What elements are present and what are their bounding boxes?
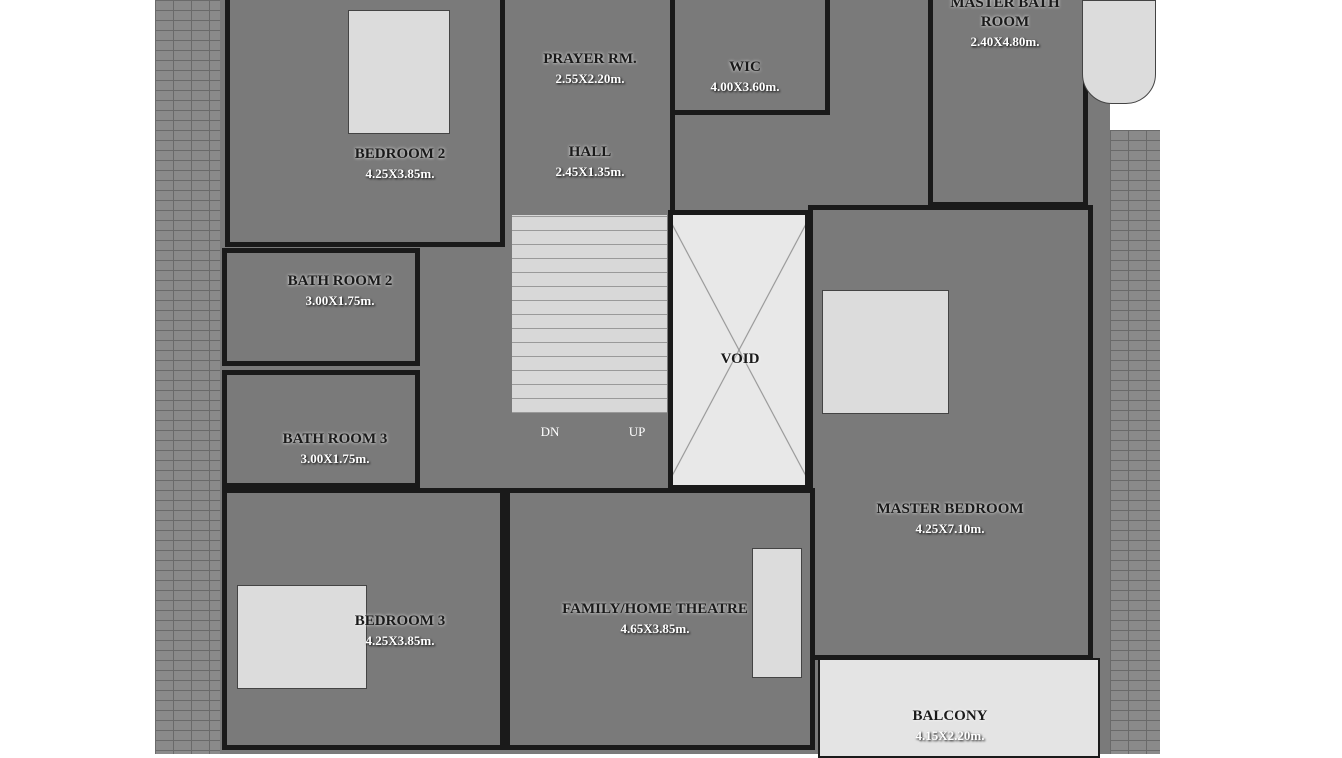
room-size: 4.25X3.85m.	[365, 166, 435, 181]
room-size: 2.55X2.20m.	[555, 71, 625, 86]
room-name: HALL	[568, 144, 612, 160]
room-bath-3	[222, 370, 420, 488]
room-name: MASTER BATH ROOM	[950, 0, 1060, 30]
room-wic	[670, 0, 830, 115]
room-size: 4.00X3.60m.	[710, 79, 780, 94]
label-void: VOID	[700, 350, 780, 369]
stair-up-label: UP	[628, 424, 646, 439]
room-name: PRAYER RM.	[543, 51, 637, 67]
label-prayer: PRAYER RM. 2.55X2.20m.	[520, 50, 660, 88]
right-exterior-paving	[1110, 130, 1160, 754]
room-name: BEDROOM 2	[354, 146, 446, 162]
room-size: 4.65X3.85m.	[620, 621, 690, 636]
room-size: 2.45X1.35m.	[555, 164, 625, 179]
label-balcony: BALCONY 4.15X2.20m.	[880, 707, 1020, 745]
room-name: WIC	[729, 59, 761, 75]
label-wic: WIC 4.00X3.60m.	[680, 58, 810, 96]
label-bath-3: BATH ROOM 3 3.00X1.75m.	[265, 430, 405, 468]
room-balcony	[818, 658, 1100, 758]
room-void	[668, 210, 810, 490]
bathtub	[1082, 0, 1156, 104]
stairs	[512, 215, 667, 413]
room-name: VOID	[720, 351, 760, 367]
room-master-bath	[928, 0, 1088, 207]
room-name: FAMILY/HOME THEATRE	[562, 601, 748, 617]
label-family-theatre: FAMILY/HOME THEATRE 4.65X3.85m.	[545, 600, 765, 638]
bed-bedroom-3	[237, 585, 367, 689]
room-master-bedroom	[808, 205, 1093, 660]
room-size: 4.15X2.20m.	[915, 728, 985, 743]
bed-master	[822, 290, 949, 414]
room-size: 4.25X3.85m.	[365, 633, 435, 648]
label-bedroom-3: BEDROOM 3 4.25X3.85m.	[345, 612, 455, 650]
label-master-bath: MASTER BATH ROOM 2.40X4.80m.	[935, 0, 1075, 51]
room-name: BEDROOM 3	[354, 613, 446, 629]
room-size: 2.40X4.80m.	[970, 34, 1040, 49]
label-master-bedroom: MASTER BEDROOM 4.25X7.10m.	[870, 500, 1030, 538]
room-size: 4.25X7.10m.	[915, 521, 985, 536]
room-name: MASTER BEDROOM	[876, 501, 1024, 517]
room-name: BATH ROOM 2	[287, 273, 393, 289]
bed-bedroom-2	[348, 10, 450, 134]
room-size: 3.00X1.75m.	[300, 451, 370, 466]
label-bedroom-2: BEDROOM 2 4.25X3.85m.	[330, 145, 470, 183]
label-hall: HALL 2.45X1.35m.	[520, 143, 660, 181]
room-size: 3.00X1.75m.	[305, 293, 375, 308]
sofa	[752, 548, 802, 678]
room-name: BALCONY	[912, 708, 988, 724]
left-exterior-paving	[155, 0, 220, 754]
room-bath-2	[222, 248, 420, 366]
label-bath-2: BATH ROOM 2 3.00X1.75m.	[270, 272, 410, 310]
stair-down-label: DN	[540, 424, 560, 439]
room-name: BATH ROOM 3	[282, 431, 388, 447]
